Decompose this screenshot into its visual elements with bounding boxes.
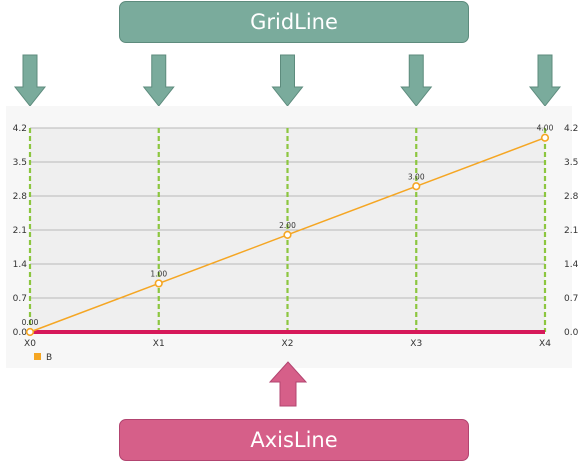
data-point [412, 182, 421, 191]
data-label: 1.00 [150, 269, 167, 278]
down-arrow-icon [13, 54, 47, 107]
x-tick-label: X1 [153, 339, 165, 349]
y-tick-label-left: 1.4 [13, 260, 28, 270]
data-point [25, 327, 35, 337]
y-tick-label-right: 3.5 [564, 158, 578, 168]
x-tick-label: X2 [282, 339, 294, 349]
y-tick-label-right: 2.8 [564, 192, 578, 202]
y-tick-label-right: 0.7 [564, 294, 578, 304]
legend-swatch [34, 353, 41, 360]
down-arrow-icon [400, 54, 433, 107]
data-label: 2.00 [279, 221, 296, 230]
y-tick-label-right: 4.2 [564, 124, 578, 134]
axisline-arrow-icon [268, 361, 308, 407]
gridline-arrows [13, 54, 562, 107]
axisline-annotation-banner: AxisLine [119, 419, 469, 461]
down-arrow-icon [528, 54, 562, 107]
axisline-annotation-label: AxisLine [250, 428, 338, 452]
down-arrow-icon [142, 54, 175, 107]
y-tick-label-left: 2.8 [13, 192, 28, 202]
down-arrow-icon [271, 54, 304, 107]
data-label: 4.00 [537, 124, 554, 133]
y-tick-label-right: 2.1 [564, 226, 578, 236]
x-tick-label: X3 [410, 339, 422, 349]
legend-label: B [46, 353, 52, 363]
y-tick-label-left: 3.5 [13, 158, 27, 168]
data-point [283, 230, 292, 239]
y-tick-label-left: 4.2 [13, 124, 27, 134]
data-label: 0.00 [22, 318, 39, 327]
y-tick-label-left: 0.7 [13, 294, 27, 304]
data-point [154, 279, 163, 288]
gridline-annotation-label: GridLine [250, 10, 338, 34]
x-tick-label: X0 [24, 339, 36, 349]
data-label: 3.00 [408, 172, 425, 181]
y-tick-label-left: 2.1 [13, 226, 27, 236]
x-tick-label: X4 [539, 339, 551, 349]
y-tick-label-right: 0.0 [564, 328, 578, 338]
axisline-arrow [268, 361, 308, 407]
y-tick-label-left: 0.0 [13, 328, 28, 338]
data-point [540, 133, 550, 142]
y-tick-label-right: 1.4 [564, 260, 578, 270]
gridline-annotation-banner: GridLine [119, 1, 469, 43]
